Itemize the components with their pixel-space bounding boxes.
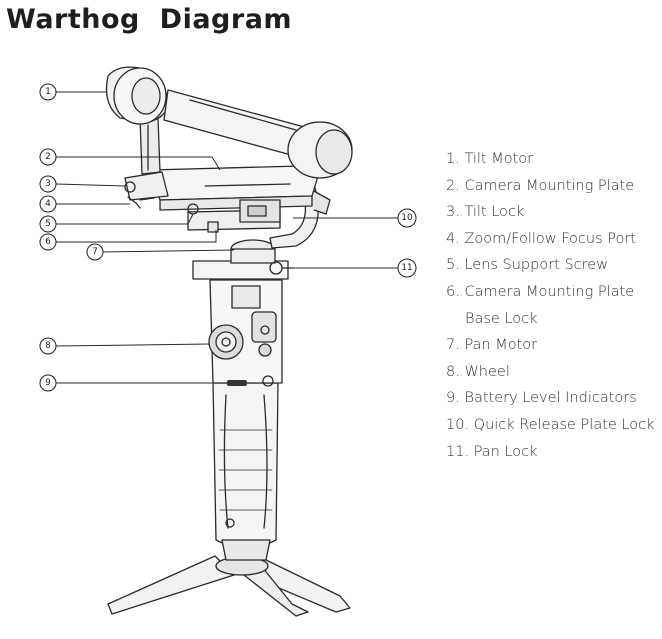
callout-11: 11 [397, 258, 417, 278]
callout-markers: 1 2 3 4 5 6 7 8 9 10 11 [39, 83, 417, 392]
svg-text:2: 2 [45, 152, 51, 162]
svg-text:10: 10 [401, 213, 413, 223]
callout-4: 4 [39, 195, 57, 213]
legend-item-battery-indicators: 9. Battery Level Indicators [446, 390, 637, 407]
legend-item-quick-release-lock: 10. Quick Release Plate Lock [446, 416, 655, 433]
diagram-title: Warthog Diagram [6, 4, 293, 35]
svg-text:9: 9 [45, 378, 51, 388]
leader-lines [55, 91, 398, 384]
parts-legend: 1. Tilt Motor 2. Camera Mounting Plate 3… [446, 146, 654, 465]
svg-text:5: 5 [45, 219, 51, 229]
legend-item-plate-base-lock-cont: Base Lock [465, 310, 538, 327]
svg-text:4: 4 [45, 199, 51, 209]
callout-1: 1 [39, 83, 57, 101]
callout-8: 8 [39, 337, 57, 355]
legend-item-tilt-motor: 1. Tilt Motor [446, 151, 534, 167]
callout-3: 3 [39, 175, 57, 193]
legend-item-pan-lock: 11. Pan Lock [446, 443, 538, 460]
svg-text:1: 1 [45, 87, 51, 97]
legend-item-lens-support-screw: 5. Lens Support Screw [446, 257, 609, 274]
svg-text:8: 8 [45, 341, 51, 351]
svg-text:6: 6 [45, 237, 51, 247]
callout-6: 6 [39, 233, 57, 251]
legend-item-pan-motor: 7. Pan Motor [446, 337, 538, 354]
callout-9: 9 [39, 374, 57, 392]
svg-text:3: 3 [45, 179, 51, 189]
callout-5: 5 [39, 215, 57, 233]
svg-text:11: 11 [401, 263, 412, 273]
legend-item-focus-port: 4. Zoom/Follow Focus Port [446, 230, 636, 247]
gimbal-illustration [105, 66, 353, 617]
legend-item-plate-base-lock: 6. Camera Mounting Plate [446, 283, 635, 300]
legend-item-tilt-lock: 3. Tilt Lock [446, 204, 525, 221]
callout-10: 10 [397, 208, 417, 228]
svg-text:7: 7 [92, 247, 98, 257]
callout-7: 7 [86, 243, 104, 261]
legend-item-wheel: 8. Wheel [446, 363, 510, 380]
callout-2: 2 [39, 148, 57, 166]
legend-item-camera-mounting-plate: 2. Camera Mounting Plate [446, 177, 635, 194]
